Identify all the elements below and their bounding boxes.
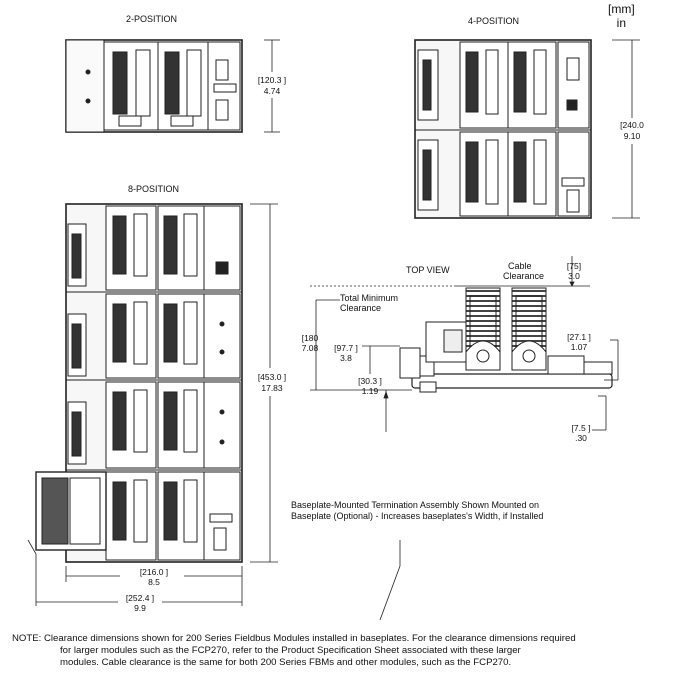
units-legend: [mm] in xyxy=(608,2,635,30)
units-in: in xyxy=(616,16,626,30)
top-view-drawing xyxy=(399,287,613,393)
eight-position-title: 8-POSITION xyxy=(128,184,180,194)
eight-position-width-mm: [216.0 ] xyxy=(139,567,169,577)
footnote: NOTE: Clearance dimensions shown for 200… xyxy=(12,633,652,669)
total-min-clearance-label-2: Clearance xyxy=(340,303,382,313)
termination-assembly xyxy=(35,471,107,551)
fbm-module xyxy=(465,287,501,371)
fbm-module xyxy=(507,41,557,129)
top-view-dims xyxy=(310,256,619,432)
four-position-height-dim xyxy=(612,39,640,219)
total-clearance-mm: [180 xyxy=(301,333,319,343)
two-position-height-in: 4.74 xyxy=(263,86,281,96)
callout-line-1: Baseplate-Mounted Termination Assembly S… xyxy=(291,500,539,510)
dim-7-in: .30 xyxy=(575,433,587,443)
callout-line-2: Baseplate (Optional) - Increases basepla… xyxy=(291,511,544,521)
dim-30-in: 1.19 xyxy=(361,386,379,396)
cable-clearance-label-1: Cable xyxy=(508,261,532,271)
two-position-baseplate xyxy=(65,39,243,133)
dim-97-in: 3.8 xyxy=(340,353,352,363)
note-line-3: modules. Cable clearance is the same for… xyxy=(60,657,512,668)
eight-position-dims xyxy=(27,203,278,606)
total-clearance-in: 7.08 xyxy=(301,343,319,353)
note-line-1: NOTE: Clearance dimensions shown for 200… xyxy=(12,633,576,644)
two-position-title: 2-POSITION xyxy=(126,14,178,24)
cable-clearance-label-2: Clearance xyxy=(503,271,545,281)
top-view-title: TOP VIEW xyxy=(406,265,450,275)
fbm-module xyxy=(459,41,509,129)
four-position-height-mm: [240.0 xyxy=(620,120,644,130)
two-position-height-dim xyxy=(264,39,280,133)
fbm-module xyxy=(511,287,547,371)
fbm-module xyxy=(103,41,159,131)
total-min-clearance-label-1: Total Minimum xyxy=(340,293,399,303)
fbm-module xyxy=(157,41,209,131)
two-position-height-mm: [120.3 ] xyxy=(257,75,287,85)
fbm-module xyxy=(507,131,557,217)
dim-27-in: 1.07 xyxy=(570,342,588,352)
four-position-title: 4-POSITION xyxy=(468,16,520,26)
cable-clearance-in: 3.0 xyxy=(568,271,580,281)
eight-position-width-in: 8.5 xyxy=(148,577,160,587)
dim-30-mm: [30.3 ] xyxy=(358,376,382,386)
dim-27-mm: [27.1 ] xyxy=(567,332,591,342)
eight-position-overall-width-in: 9.9 xyxy=(134,603,146,613)
callout-leader xyxy=(379,540,401,621)
dim-7-mm: [7.5 ] xyxy=(571,423,591,433)
four-position-baseplate xyxy=(414,39,592,219)
note-line-2: for larger modules such as the FCP270, r… xyxy=(60,645,521,656)
cable-clearance-mm: [75] xyxy=(566,261,582,271)
eight-position-overall-width-mm: [252.4 ] xyxy=(125,593,155,603)
dim-97-mm: [97.7 ] xyxy=(334,343,358,353)
eight-position-height-mm: [453.0 ] xyxy=(257,372,287,382)
four-position-height-in: 9.10 xyxy=(623,131,641,141)
units-mm: [mm] xyxy=(608,2,635,16)
eight-position-height-in: 17.83 xyxy=(261,383,283,393)
fbm-module xyxy=(459,131,509,217)
eight-position-baseplate xyxy=(65,203,243,563)
